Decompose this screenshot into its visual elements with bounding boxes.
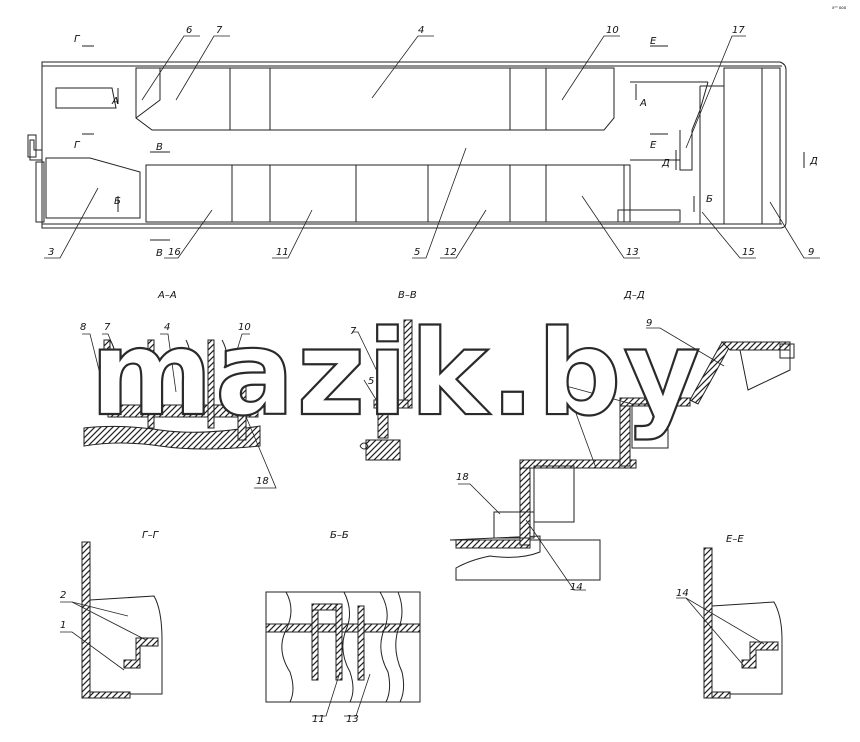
cut-a-left: А — [111, 96, 119, 107]
section-aa-title: А–А — [157, 290, 177, 301]
section-bb — [265, 591, 421, 703]
dd-label-9: 9 — [646, 318, 652, 329]
label-12: 12 — [444, 247, 457, 258]
section-bb-title: Б–Б — [330, 530, 349, 541]
section-vv-title: В–В — [398, 290, 417, 301]
vv-leaders — [352, 331, 391, 407]
label-11: 11 — [276, 247, 289, 258]
aa-label-7: 7 — [104, 322, 111, 333]
ee-label-14: 14 — [676, 588, 689, 599]
vv-label-7: 7 — [350, 326, 357, 337]
cut-b-right: Б — [706, 194, 713, 205]
label-3: 3 — [48, 247, 54, 258]
lower-podium — [145, 164, 681, 223]
gg-label-2: 2 — [60, 590, 66, 601]
section-dd-title: Д–Д — [623, 290, 645, 301]
label-6: 6 — [186, 25, 192, 36]
label-17: 17 — [732, 25, 745, 36]
section-ee-title: Е–Е — [726, 534, 744, 545]
label-5: 5 — [414, 247, 420, 258]
aa-label-8: 8 — [80, 322, 86, 333]
aa-label-10: 10 — [238, 322, 251, 333]
bb-label-13: 13 — [346, 714, 359, 725]
cut-d-right: Д — [809, 156, 818, 167]
label-4: 4 — [418, 25, 424, 36]
section-dd — [449, 341, 795, 581]
section-gg — [81, 541, 163, 699]
cut-b-left: Б — [114, 196, 121, 207]
top-leaders — [44, 35, 820, 259]
cut-e-top: Е — [650, 36, 657, 47]
bb-leaders — [312, 671, 371, 717]
ee-leaders — [676, 597, 765, 667]
cut-e-bottom: Е — [650, 140, 657, 151]
dd-label-15: 15 — [548, 374, 561, 385]
section-gg-title: Г–Г — [142, 530, 160, 541]
driver-seat-outline — [55, 87, 117, 109]
section-aa — [83, 339, 261, 450]
dd-label-14: 14 — [570, 582, 583, 593]
cut-g-bottom: Г — [74, 140, 81, 151]
gg-label-1: 1 — [60, 620, 66, 631]
watermark-text: mazik.by — [90, 304, 702, 442]
dd-label-18: 18 — [456, 472, 469, 483]
cut-g-top: Г — [74, 34, 81, 45]
label-16: 16 — [168, 247, 181, 258]
cut-markers — [82, 45, 805, 241]
upper-podium — [135, 67, 615, 131]
body-outline — [41, 61, 787, 229]
label-9: 9 — [808, 247, 814, 258]
section-ee — [703, 547, 783, 699]
corner-note: x²⁰ ooo — [832, 5, 847, 10]
aa-leaders — [82, 333, 277, 489]
vv-label-5: 5 — [368, 376, 374, 387]
dd-leaders — [458, 327, 725, 591]
cut-d-left: Д — [661, 158, 670, 169]
top-view — [27, 61, 787, 229]
aa-label-18: 18 — [256, 476, 269, 487]
label-15: 15 — [742, 247, 755, 258]
label-7: 7 — [216, 25, 223, 36]
cut-v-top: В — [156, 142, 163, 153]
label-10: 10 — [606, 25, 619, 36]
cut-v-bottom: В — [156, 248, 163, 259]
bb-label-11: 11 — [312, 714, 325, 725]
gg-leaders — [60, 601, 147, 671]
cut-a-right: А — [639, 98, 647, 109]
aa-label-4: 4 — [164, 322, 170, 333]
label-13: 13 — [626, 247, 639, 258]
section-vv — [359, 319, 413, 461]
